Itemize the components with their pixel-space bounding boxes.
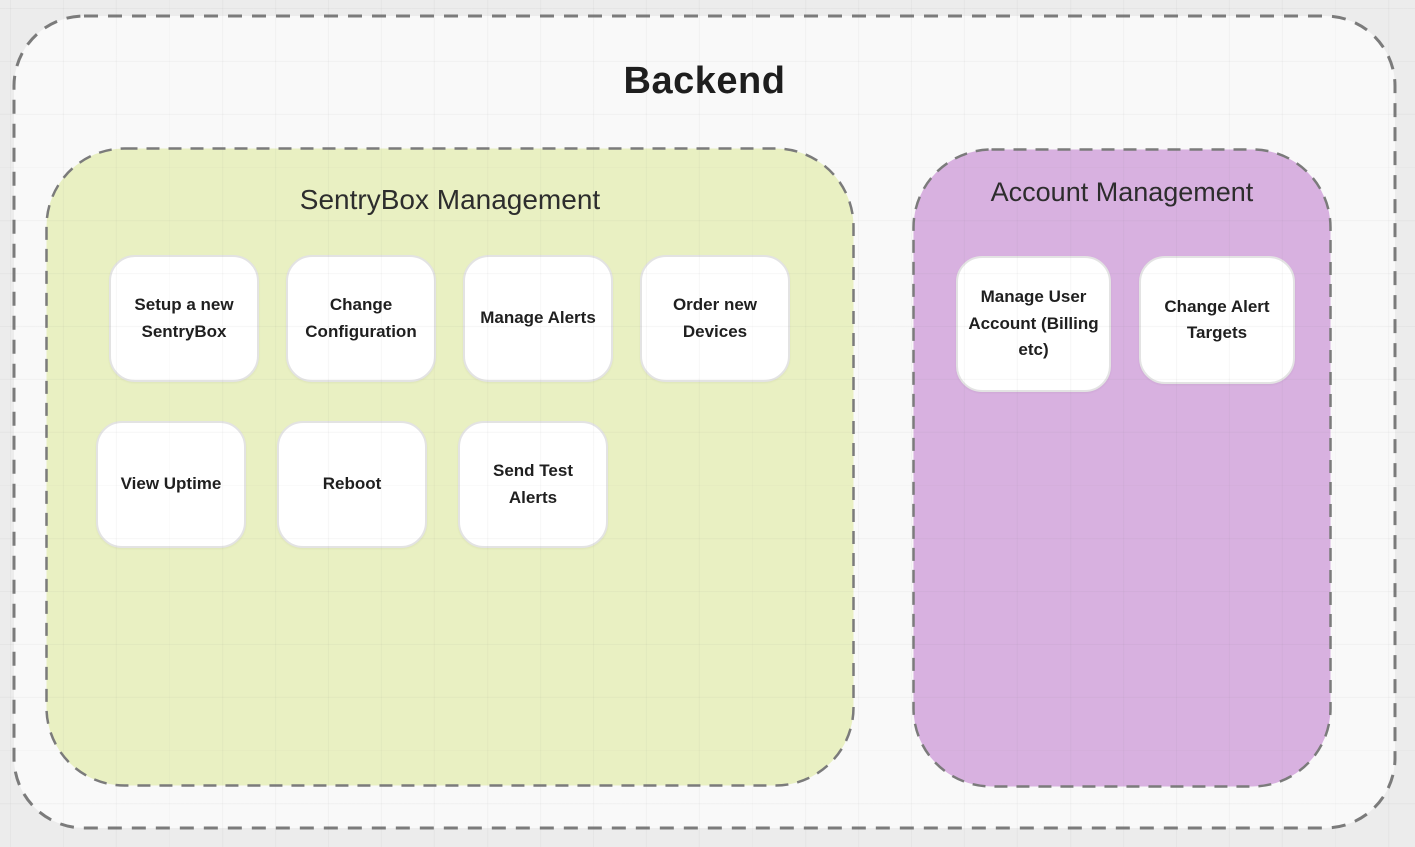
- backend-container[interactable]: Backend SentryBox Management Setup a new…: [12, 14, 1397, 830]
- node-setup-new-sentrybox[interactable]: Setup a new SentryBox: [109, 255, 259, 382]
- node-manage-alerts[interactable]: Manage Alerts: [463, 255, 613, 382]
- account-section-title: Account Management: [990, 177, 1254, 207]
- node-change-alert-targets[interactable]: Change Alert Targets: [1139, 256, 1295, 384]
- account-management-section[interactable]: Account Management Manage User Account (…: [912, 148, 1332, 788]
- node-view-uptime[interactable]: View Uptime: [96, 421, 246, 548]
- node-send-test-alerts[interactable]: Send Test Alerts: [458, 421, 608, 548]
- sentrybox-section-title: SentryBox Management: [299, 184, 601, 215]
- backend-title: Backend: [623, 60, 786, 102]
- sentrybox-management-section[interactable]: SentryBox Management Setup a new SentryB…: [45, 147, 855, 787]
- node-order-new-devices[interactable]: Order new Devices: [640, 255, 790, 382]
- sentrybox-card-row-2: View Uptime Reboot Send Test Alerts: [96, 421, 855, 548]
- account-section-outline: [912, 148, 1332, 788]
- sentrybox-card-row-1: Setup a new SentryBox Change Configurati…: [109, 255, 855, 382]
- node-reboot[interactable]: Reboot: [277, 421, 427, 548]
- node-manage-user-account[interactable]: Manage User Account (Billing etc): [956, 256, 1111, 392]
- account-card-row: Manage User Account (Billing etc) Change…: [956, 256, 1332, 392]
- node-change-configuration[interactable]: Change Configuration: [286, 255, 436, 382]
